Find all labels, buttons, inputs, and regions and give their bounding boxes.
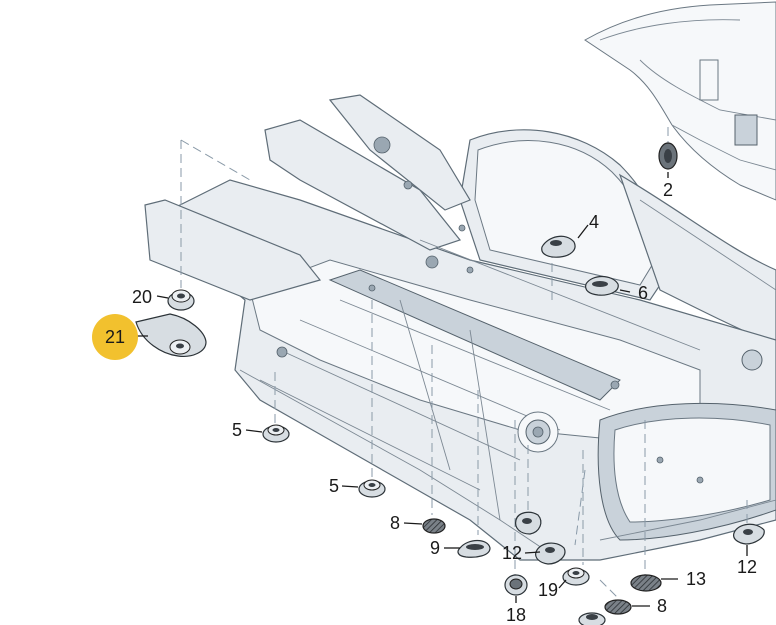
part-21-bracket[interactable] [135, 313, 207, 357]
part-18-grommet[interactable] [504, 574, 528, 596]
callout-21-highlight[interactable]: 21 [92, 314, 138, 360]
callout-2[interactable]: 2 [663, 180, 673, 200]
callout-9[interactable]: 9 [430, 538, 440, 558]
callout-18[interactable]: 18 [506, 605, 526, 625]
callout-19[interactable]: 19 [538, 580, 558, 600]
callout-12-a[interactable]: 12 [502, 543, 522, 563]
callout-8-upper[interactable]: 8 [390, 513, 400, 533]
callout-13[interactable]: 13 [686, 569, 706, 589]
assembly-lines [180, 125, 748, 601]
part-5-grommet-lower[interactable] [358, 479, 386, 498]
part-12-plug-c[interactable] [733, 523, 765, 545]
callout-20[interactable]: 20 [132, 287, 152, 307]
callout-5-upper[interactable]: 5 [232, 420, 242, 440]
highlight-circle [92, 314, 138, 360]
callout-5-lower[interactable]: 5 [329, 476, 339, 496]
part-5-grommet-upper[interactable] [262, 424, 290, 443]
callout-8-lower[interactable]: 8 [657, 596, 667, 616]
part-bottom-grommet[interactable] [578, 612, 606, 625]
part-20-grommet[interactable] [167, 289, 195, 311]
part-9-plug[interactable] [457, 539, 491, 558]
part-8-cap-upper[interactable] [422, 518, 446, 534]
vehicle-underbody [144, 1, 776, 561]
callout-4[interactable]: 4 [589, 212, 599, 232]
part-19-grommet[interactable] [562, 567, 590, 586]
part-4-plug[interactable] [541, 235, 576, 258]
callout-6[interactable]: 6 [638, 283, 648, 303]
part-6-plug[interactable] [585, 275, 619, 296]
callout-12-b[interactable]: 12 [737, 557, 757, 577]
part-12-plug-b[interactable] [535, 542, 566, 565]
part-2-grommet[interactable] [658, 142, 678, 170]
part-12-plug-a[interactable] [515, 511, 542, 535]
part-8-cap-lower[interactable] [604, 599, 632, 615]
part-13-cap[interactable] [630, 574, 662, 592]
callout-21[interactable]: 21 [105, 327, 125, 347]
